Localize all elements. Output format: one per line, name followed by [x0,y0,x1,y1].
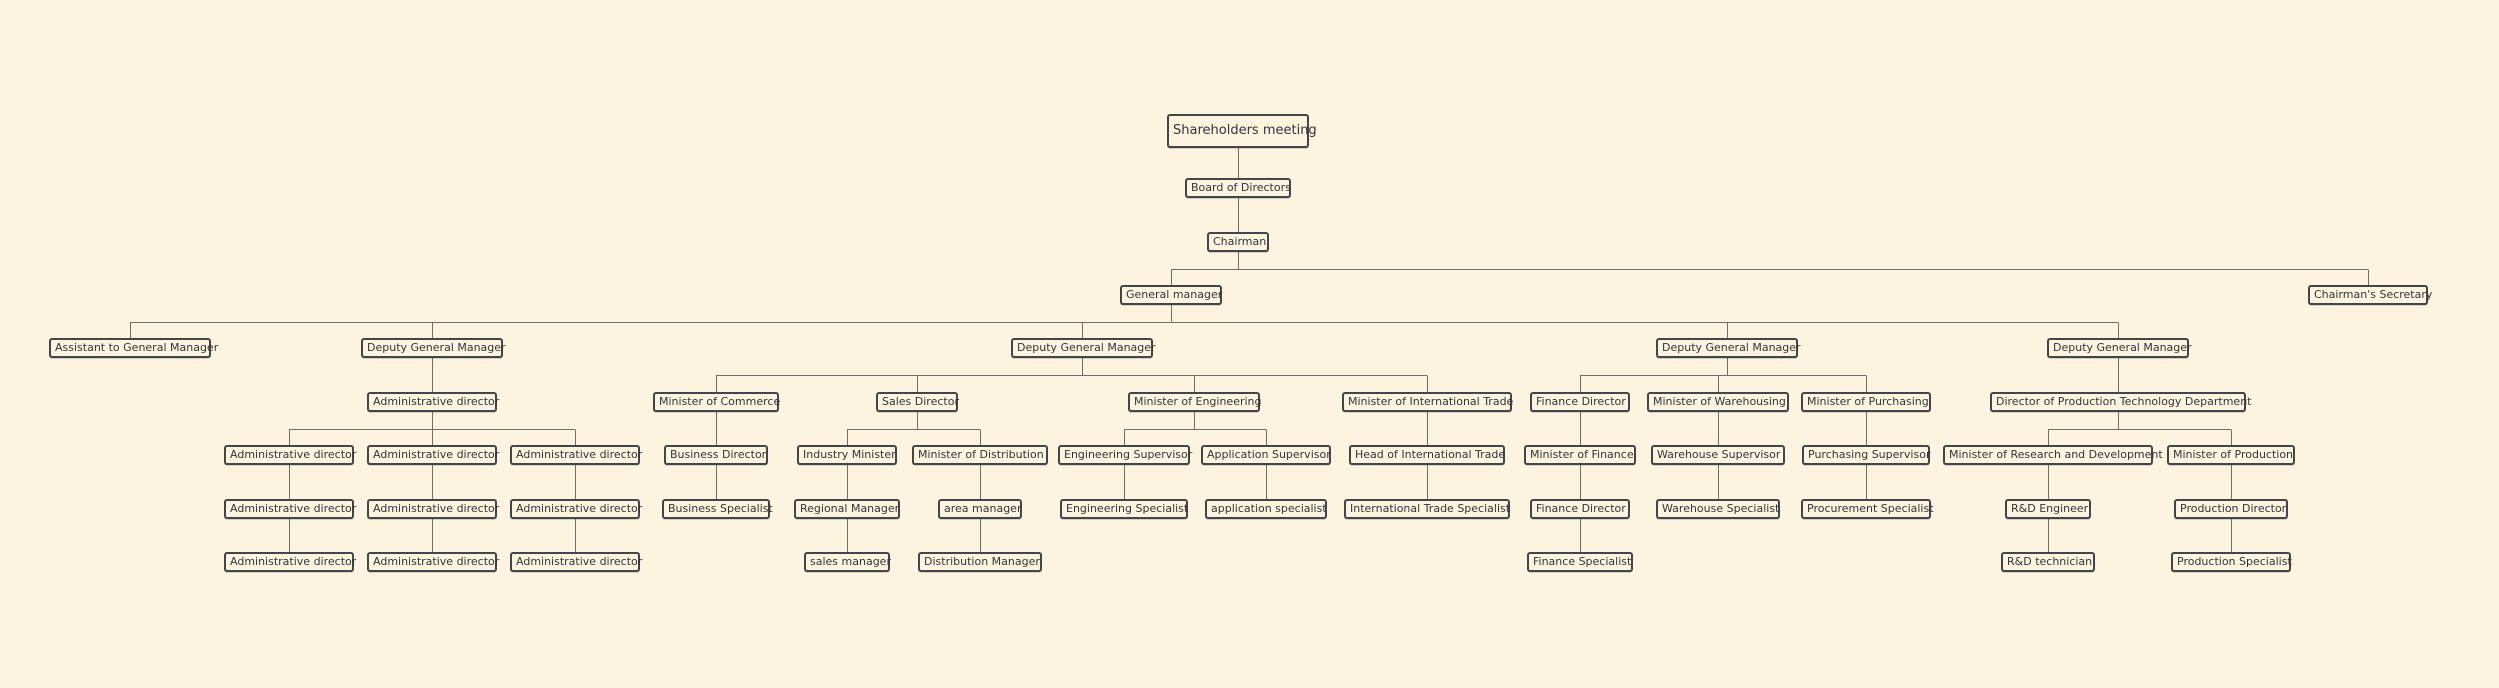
dgm3-node[interactable]: Deputy General Manager [1656,338,1801,358]
ad-c0-1-node[interactable]: Administrative director [224,499,356,519]
distmgr-node[interactable]: Distribution Manager [918,552,1042,572]
board-node[interactable]: Board of Directors [1185,178,1291,198]
assistant-node[interactable]: Assistant to General Manager [49,338,218,358]
prodmin-node[interactable]: Minister of Production [2167,445,2295,465]
distmin-node[interactable]: Minister of Distribution [912,445,1048,465]
secretary-node[interactable]: Chairman's Secretary [2308,285,2432,305]
ad-c1-1-node[interactable]: Administrative director [367,499,499,519]
finspec-node[interactable]: Finance Specialist [1527,552,1633,572]
purmin-node[interactable]: Minister of Purchasing [1801,392,1931,412]
finmin-node[interactable]: Minister of Finance [1524,445,1636,465]
ad-c1-2-node[interactable]: Administrative director [367,552,499,572]
regional-node[interactable]: Regional Manager [794,499,900,519]
ad-c2-0-node[interactable]: Administrative director [510,445,642,465]
rndeng-node[interactable]: R&D Engineer [2005,499,2091,519]
chair-node[interactable]: Chairman [1207,232,1269,252]
whsup-node[interactable]: Warehouse Supervisor [1651,445,1785,465]
commerce-node[interactable]: Minister of Commerce [653,392,780,412]
area-node[interactable]: area manager [938,499,1022,519]
ad-c2-2-node[interactable]: Administrative director [510,552,642,572]
findir2-node[interactable]: Finance Director [1530,499,1630,519]
appspec-node[interactable]: application specialist [1205,499,1327,519]
root-node[interactable]: Shareholders meeting [1167,114,1317,148]
appsup-node[interactable]: Application Supervisor [1201,445,1331,465]
bizdir-node[interactable]: Business Director [664,445,768,465]
ad-c2-1-node[interactable]: Administrative director [510,499,642,519]
ad-c0-2-node[interactable]: Administrative director [224,552,356,572]
dgm1-node[interactable]: Deputy General Manager [361,338,506,358]
intlspec-node[interactable]: International Trade Specialist [1344,499,1510,519]
rndmin-node[interactable]: Minister of Research and Development [1943,445,2163,465]
dgm2-node[interactable]: Deputy General Manager [1011,338,1156,358]
prodspec-node[interactable]: Production Specialist [2171,552,2292,572]
prodtech-node[interactable]: Director of Production Technology Depart… [1990,392,2251,412]
findir-node[interactable]: Finance Director [1530,392,1630,412]
ad-c0-0-node[interactable]: Administrative director [224,445,356,465]
rndtech-node[interactable]: R&D technician [2001,552,2095,572]
engsup-node[interactable]: Engineering Supervisor [1058,445,1192,465]
industry-node[interactable]: Industry Minister [797,445,897,465]
pursup-node[interactable]: Purchasing Supervisor [1802,445,1930,465]
intlmin-node[interactable]: Minister of International Trade [1342,392,1513,412]
procspec-node[interactable]: Procurement Specialist [1801,499,1934,519]
dgm4-node[interactable]: Deputy General Manager [2047,338,2192,358]
engmin-node[interactable]: Minister of Engineering [1128,392,1262,412]
intlhead-node[interactable]: Head of International Trade [1349,445,1505,465]
proddir-node[interactable]: Production Director [2174,499,2288,519]
whspec-node[interactable]: Warehouse Specialist [1656,499,1780,519]
gm-node[interactable]: General manager [1120,285,1222,305]
sales-node[interactable]: Sales Director [876,392,959,412]
ad-node[interactable]: Administrative director [367,392,499,412]
bizspec-node[interactable]: Business Specialist [662,499,773,519]
engspec-node[interactable]: Engineering Specialist [1060,499,1188,519]
ad-c1-0-node[interactable]: Administrative director [367,445,499,465]
salesmgr-node[interactable]: sales manager [804,552,891,572]
whmin-node[interactable]: Minister of Warehousing [1647,392,1789,412]
